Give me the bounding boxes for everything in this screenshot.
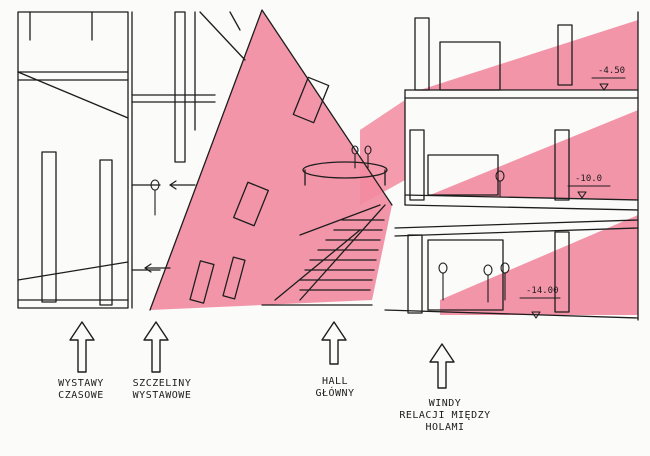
- slot-structure: [131, 11, 246, 309]
- label-hall: HALL GŁÓWNY: [290, 376, 380, 400]
- right-floors: [384, 11, 639, 321]
- level-label-middle: -10.0: [575, 174, 603, 184]
- label-slots-line-1: SZCZELINY: [132, 378, 192, 389]
- level-label-upper: -4.50: [598, 66, 626, 76]
- label-slots: SZCZELINY WYSTAWOWE: [112, 378, 212, 402]
- label-exhibitions-line-2: CZASOWE: [58, 390, 104, 401]
- arrow-slots: [143, 321, 169, 373]
- level-label-lower: -14.00: [526, 286, 559, 296]
- slot-arrows: [144, 180, 196, 273]
- label-hall-line-2: GŁÓWNY: [315, 388, 355, 399]
- label-lifts-line-1: WINDY: [428, 398, 462, 409]
- label-lifts: WINDY RELACJI MIĘDZY HOLAMI: [380, 398, 510, 434]
- label-hall-line-1: HALL: [321, 376, 349, 387]
- arrow-lifts: [429, 343, 455, 389]
- left-exhibition-block: [17, 11, 129, 309]
- label-slots-line-2: WYSTAWOWE: [132, 390, 192, 401]
- human-figures: [150, 145, 510, 303]
- label-exhibitions: WYSTAWY CZASOWE: [36, 378, 126, 402]
- right-mid-pink-plane: [430, 110, 638, 200]
- arrow-exhibitions: [69, 321, 95, 373]
- central-pink-wedge: [150, 10, 392, 310]
- hall-stair: [149, 9, 393, 311]
- right-low-pink-plane: [440, 215, 638, 315]
- label-lifts-line-2: RELACJI MIĘDZY: [399, 410, 491, 421]
- pink-surfaces: [150, 10, 638, 315]
- right-top-pink-plane: [420, 20, 638, 90]
- label-lifts-line-3: HOLAMI: [425, 422, 465, 433]
- label-exhibitions-line-1: WYSTAWY: [58, 378, 104, 389]
- pointer-arrows: [69, 321, 455, 389]
- level-markers: [519, 77, 626, 319]
- arrow-hall: [321, 321, 347, 365]
- mid-back-pink: [360, 100, 405, 205]
